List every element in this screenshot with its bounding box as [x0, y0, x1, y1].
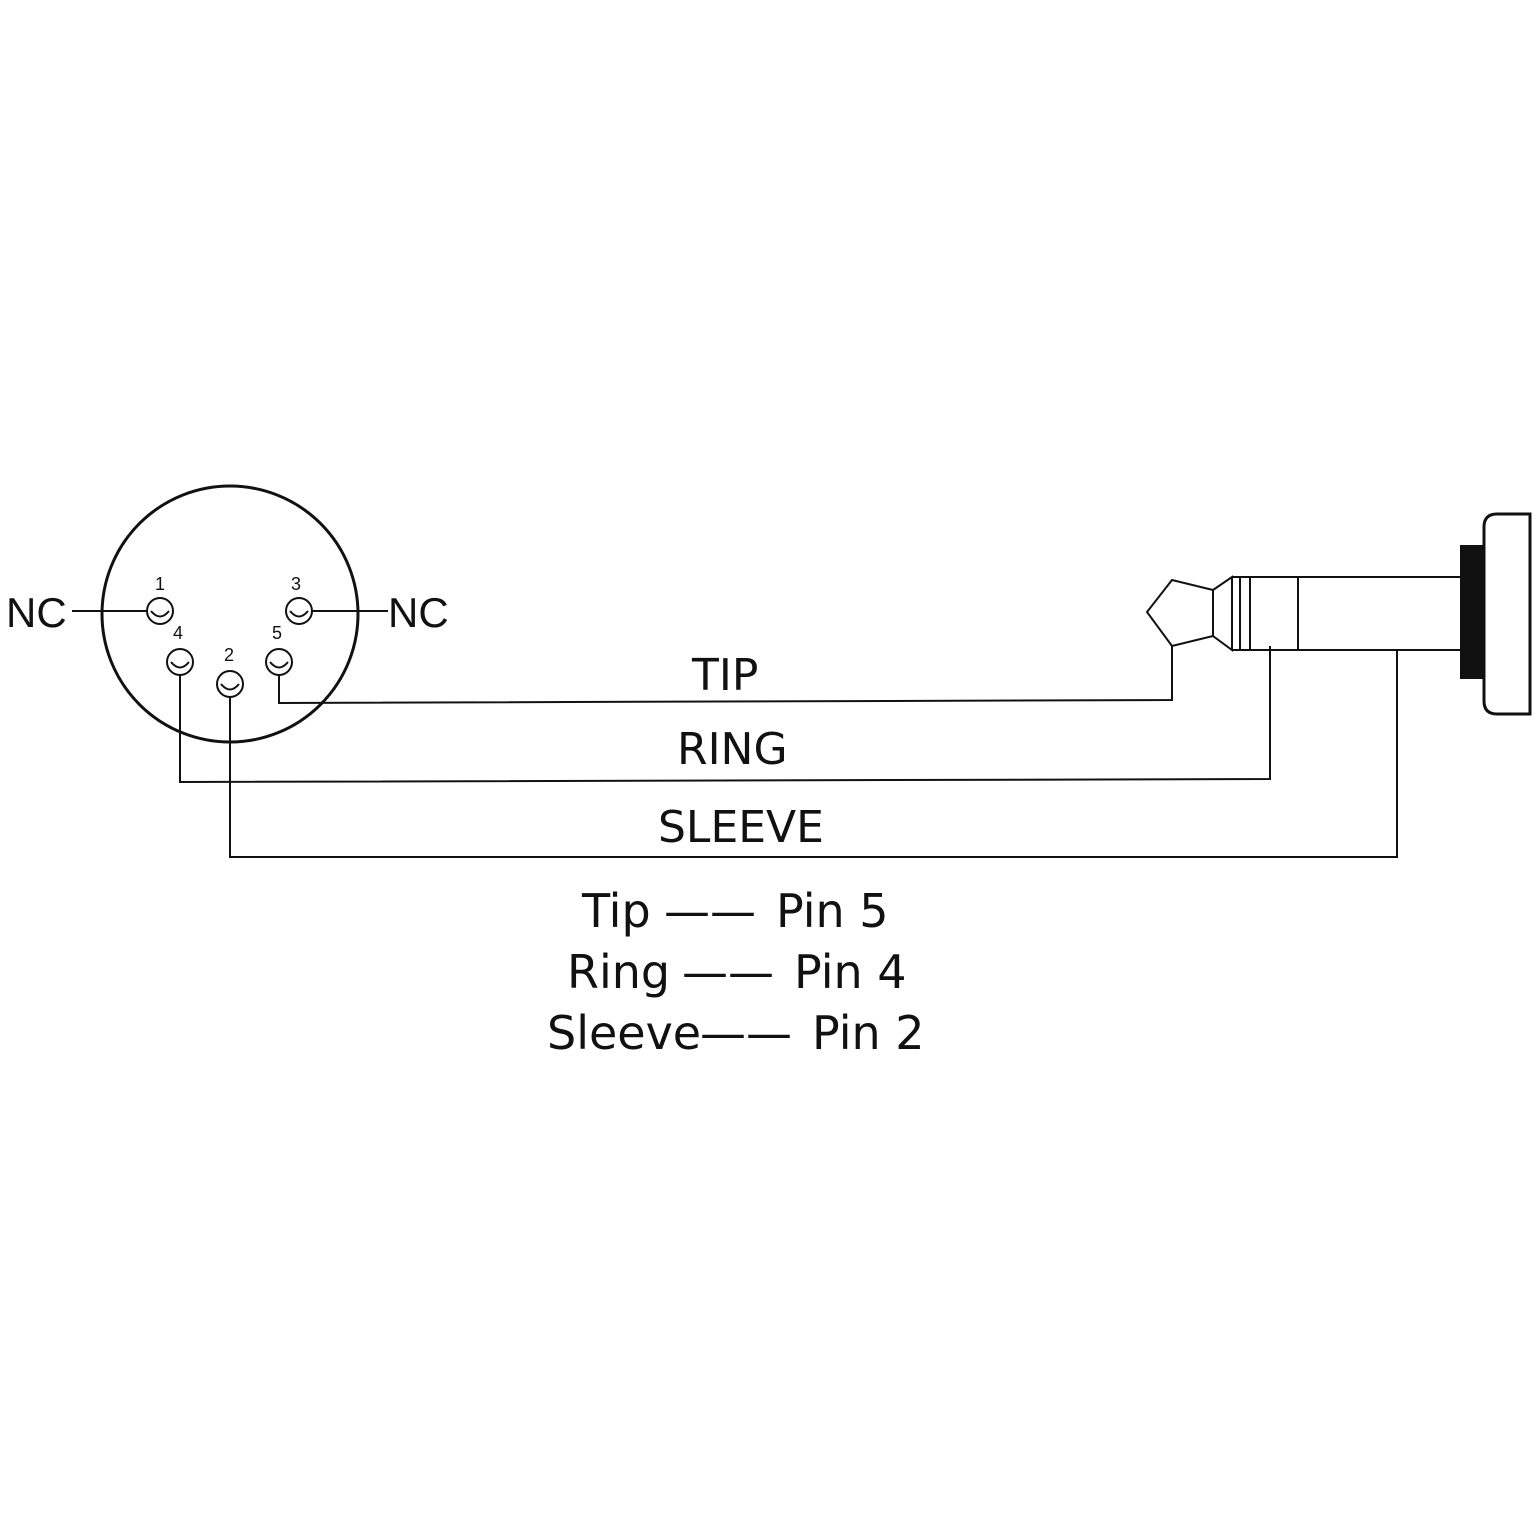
- mapping-dash: ——: [664, 884, 756, 938]
- mapping-row: Sleeve —— Pin 2: [547, 1006, 925, 1060]
- din-pin-5: 5: [265, 623, 293, 676]
- mapping-pin: Pin 5: [776, 884, 889, 938]
- plug-handle: [1482, 512, 1532, 716]
- mapping-row: Ring —— Pin 4: [567, 945, 907, 999]
- mapping-dash: ——: [682, 945, 774, 999]
- mapping-row: Tip —— Pin 5: [581, 884, 889, 938]
- mapping-conductor: Sleeve: [547, 1006, 701, 1060]
- mapping-dash: ——: [700, 1006, 792, 1060]
- din-pin-4-label: 4: [173, 623, 183, 643]
- din-pin-2-label: 2: [224, 645, 234, 665]
- wires: TIP RING SLEEVE: [179, 646, 1398, 858]
- ring-wire: [179, 646, 1271, 784]
- din-pin-1: 1: [146, 574, 174, 625]
- tip-wire: [278, 646, 1173, 705]
- plug-collar: [1460, 545, 1484, 679]
- mapping-pin: Pin 2: [812, 1006, 925, 1060]
- sleeve-wire: [229, 650, 1398, 858]
- pin-mapping: Tip —— Pin 5 Ring —— Pin 4 Sleeve —— Pin…: [547, 884, 925, 1060]
- nc-left-label: NC: [6, 589, 67, 636]
- nc-right-label: NC: [388, 589, 449, 636]
- din-pin-4: 4: [166, 623, 194, 676]
- sleeve-wire-label: SLEEVE: [658, 802, 824, 853]
- tip-wire-label: TIP: [691, 650, 758, 701]
- plug-tip: [1145, 578, 1214, 648]
- din-pin-2: 2: [216, 645, 244, 698]
- din-pin-5-label: 5: [272, 623, 282, 643]
- plug-insulator: [1212, 575, 1233, 652]
- din-pin-3: 3: [285, 574, 313, 625]
- mapping-conductor: Ring: [567, 945, 670, 999]
- mapping-pin: Pin 4: [794, 945, 907, 999]
- din-pin-3-label: 3: [291, 574, 301, 594]
- din-pin-1-label: 1: [155, 574, 165, 594]
- trs-plug: [1145, 512, 1532, 716]
- mapping-conductor: Tip: [581, 884, 651, 938]
- ring-wire-label: RING: [677, 724, 788, 775]
